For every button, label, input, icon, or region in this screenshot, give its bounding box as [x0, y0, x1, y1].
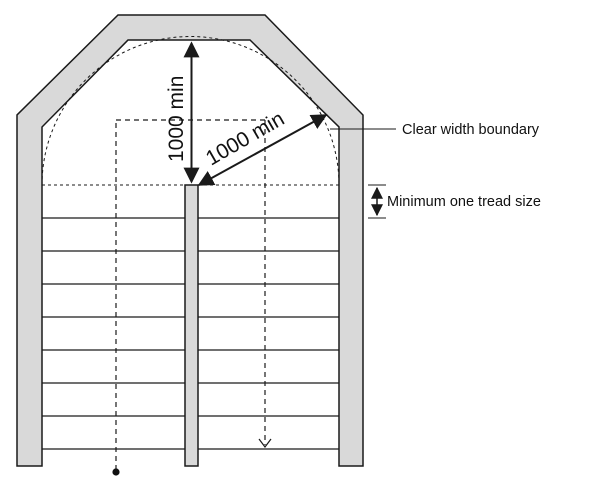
central-divider: [184, 184, 199, 467]
outer-wall: [16, 14, 364, 467]
walking-line-start-dot: [112, 468, 120, 476]
vertical-dimension-label: 1000 min: [165, 76, 188, 162]
walking-line-arrowhead: [258, 438, 272, 448]
radial-dimension-arrow: [197, 114, 328, 186]
tread-size-label: Minimum one tread size: [387, 194, 541, 210]
clear-width-boundary-label: Clear width boundary: [402, 122, 540, 138]
radial-dimension-label: 1000 min: [202, 107, 288, 170]
